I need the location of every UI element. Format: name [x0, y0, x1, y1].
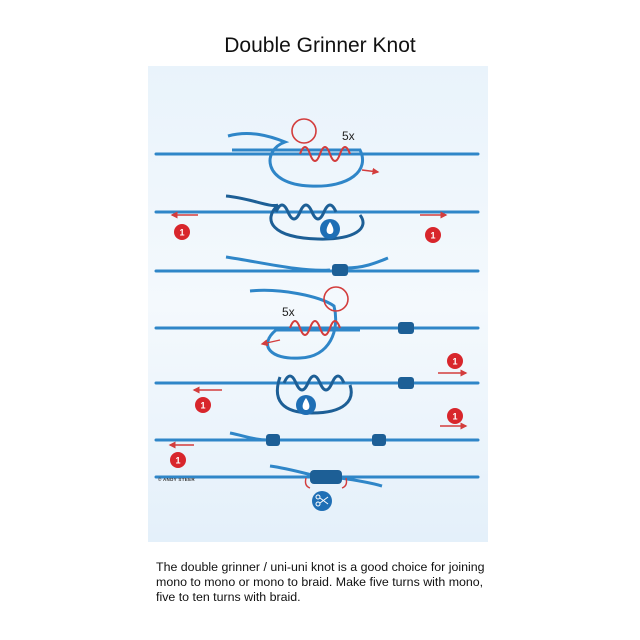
step-badge: 1	[195, 397, 211, 413]
svg-text:1: 1	[430, 231, 435, 241]
loop-circle-marker	[323, 286, 349, 312]
lubricate-drop-icon	[296, 395, 316, 415]
step-3	[225, 255, 389, 276]
knot-barrel	[266, 434, 280, 446]
step-7	[269, 464, 383, 489]
turns-label-2: 5x	[282, 305, 295, 319]
svg-text:1: 1	[200, 401, 205, 411]
pull-arrow-icon	[260, 339, 281, 347]
lubricate-drop-icon	[320, 219, 340, 239]
svg-text:1: 1	[452, 357, 457, 367]
turns-label-1: 5x	[342, 129, 355, 143]
main-lines	[154, 152, 480, 479]
loop-circle-marker	[291, 118, 317, 144]
diagram-panel	[148, 66, 488, 542]
svg-text:1: 1	[179, 228, 184, 238]
credit-text: © ANDY STEER	[158, 477, 195, 482]
page-title: Double Grinner Knot	[224, 34, 416, 57]
trim-scissors-icon	[312, 491, 332, 511]
step-6	[168, 422, 468, 449]
knot-barrel	[372, 434, 386, 446]
step-1	[227, 118, 380, 188]
step-5	[192, 369, 468, 415]
caption-text: The double grinner / uni-uni knot is a g…	[156, 560, 485, 604]
step-badges: 1 1 1 1 1 1	[170, 224, 463, 468]
step-badge: 1	[447, 408, 463, 424]
step-badge: 1	[174, 224, 190, 240]
svg-text:1: 1	[452, 412, 457, 422]
pull-arrow-icon	[361, 167, 380, 175]
knot-barrel	[332, 264, 348, 276]
step-badge: 1	[170, 452, 186, 468]
step-badge: 1	[425, 227, 441, 243]
step-4	[249, 286, 414, 360]
knot-barrel	[398, 377, 414, 389]
knot-barrel-joined	[310, 470, 342, 484]
svg-text:1: 1	[175, 456, 180, 466]
knot-barrel	[398, 322, 414, 334]
step-2	[170, 194, 448, 241]
step-badge: 1	[447, 353, 463, 369]
